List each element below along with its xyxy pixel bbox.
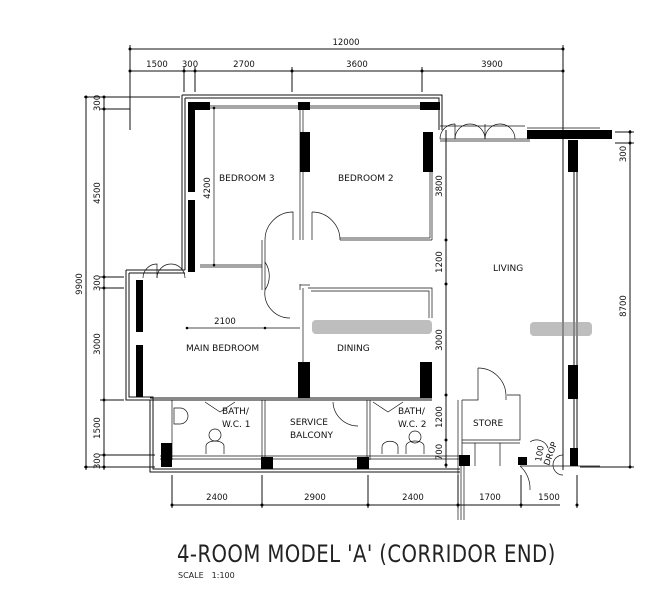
dim-bottom-2: 2900 [304,493,326,503]
dim-left-1: 300 [93,95,103,111]
label-drop-line1: 100 [534,445,547,463]
dim-left-6: 300 [93,453,103,469]
inner-dimension-lines: 3800 1200 3000 1200 700 4200 2100 [185,106,448,468]
toilet-icon-bath2 [381,430,425,454]
dim-left-5: 1500 [93,417,103,439]
dim-top-4: 3600 [346,60,368,70]
right-dimension-lines: 300 8700 [580,130,634,469]
dim-inner-4: 1200 [435,406,445,428]
top-dimension-lines: 12000 1500 300 2700 3600 3900 [128,38,565,470]
structural-columns [136,102,612,469]
fixtures [173,407,425,454]
dim-bottom-1: 2400 [206,493,228,503]
basin-icon [173,407,189,425]
door-swings [142,123,600,491]
dim-inner-2: 1200 [435,251,445,273]
label-bedroom-3: BEDROOM 3 [219,174,275,184]
dim-top-total: 12000 [332,38,359,48]
label-service-line1: SERVICE [290,418,328,428]
label-drop-line2: DROP [542,441,560,467]
dim-bottom-5: 1500 [538,493,560,503]
dim-top-1: 1500 [146,60,168,70]
dim-left-2: 4500 [93,182,103,204]
label-living: LIVING [493,264,523,274]
label-bath-1-line1: BATH/ [222,407,250,417]
left-dimension-lines: 9900 300 4500 300 3000 1500 300 [75,95,180,470]
scale-value: 1:100 [211,571,235,580]
dim-top-3: 2700 [233,60,255,70]
dim-left-3: 300 [93,275,103,291]
room-labels: BEDROOM 3 BEDROOM 2 LIVING MAIN BEDROOM … [186,174,560,467]
dim-bottom-3: 2400 [402,493,424,503]
dim-left-total: 9900 [75,273,85,295]
label-dining: DINING [337,344,370,354]
watermark-smudge [312,320,592,336]
label-bath-2-line2: W.C. 2 [398,420,426,430]
dim-bottom-4: 1700 [479,493,501,503]
label-bath-1-line2: W.C. 1 [222,420,250,430]
dim-inner-3: 3000 [435,329,445,351]
plan-title: 4-ROOM MODEL 'A' (CORRIDOR END) [177,540,556,568]
dim-main-bedroom-width: 2100 [214,317,236,327]
dim-right-total: 8700 [619,295,629,317]
scale-label: SCALE [178,571,204,580]
dim-top-5: 3900 [481,60,503,70]
dim-right-top: 300 [619,146,629,162]
bottom-dimension-lines: 2400 2900 2400 1700 1500 [170,475,579,508]
label-store: STORE [473,419,504,429]
label-bath-2-line1: BATH/ [398,407,426,417]
scale-note: SCALE 1:100 [178,571,243,580]
dim-bedroom3-height: 4200 [203,177,213,199]
label-main-bedroom: MAIN BEDROOM [186,344,259,354]
label-bedroom-2: BEDROOM 2 [338,174,394,184]
walls-outline [125,94,600,520]
dim-inner-5: 700 [435,444,445,460]
toilet-icon-bath1 [205,428,225,454]
label-service-line2: BALCONY [290,431,333,441]
dim-top-2: 300 [182,60,198,70]
dim-inner-1: 3800 [435,175,445,197]
dim-left-4: 3000 [93,333,103,355]
